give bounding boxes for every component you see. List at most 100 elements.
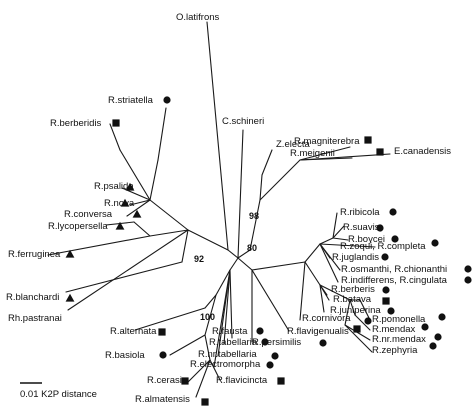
tip-branch [319,243,339,283]
circle-marker [387,307,395,315]
taxon-label: R.meigenii [290,148,335,159]
circle-marker [381,253,389,261]
tip-branch [47,235,151,256]
taxon-label: R.electromorpha [190,359,261,370]
internal-branch [259,159,301,201]
bootstrap-value: 92 [194,254,204,264]
bootstrap-value: 100 [200,312,215,322]
tip-branch [213,269,231,368]
internal-branch [215,269,231,296]
tip-branch [237,129,244,259]
tip-branch [332,237,349,241]
taxon-label: R.nr.mendax [372,334,426,345]
internal-branch [149,159,159,201]
circle-marker [438,313,446,321]
taxon-label: R.flavicincta [216,375,268,386]
tip-branch [319,243,376,248]
circle-marker [389,208,397,216]
circle-marker [364,317,372,325]
tip-branch [319,284,325,313]
internal-branch [319,237,334,245]
circle-marker [391,235,399,243]
tip-branch [195,359,211,398]
internal-branch [344,299,351,326]
taxon-label: R.alternata [110,326,157,337]
taxon-label: E.canadensis [394,146,451,157]
tip-branch [209,359,221,381]
scale-bar: 0.01 K2P distance [20,382,97,400]
internal-branch [349,299,356,316]
taxon-label: R.persimilis [252,337,301,348]
tree-branches [47,21,391,398]
tip-branch [65,261,183,293]
taxon-label: R.fausta [212,326,248,337]
triangle-marker [132,209,142,218]
circle-marker [261,338,269,346]
taxon-label: R.ribicola [340,207,380,218]
square-marker [181,377,189,385]
taxon-label: R.flavigenualis [287,326,349,337]
square-marker [201,398,209,406]
tip-branch [344,324,373,353]
internal-branch [251,261,306,271]
tip-branch [299,146,351,161]
circle-marker [256,327,264,335]
circle-marker [431,239,439,247]
triangle-marker [120,198,130,207]
circle-marker [266,361,274,369]
taxon-label: R.ferruginea [8,249,61,260]
triangle-marker [125,182,135,191]
internal-branch [319,284,351,301]
internal-branch [204,294,217,336]
internal-branch [204,294,217,309]
taxon-label: R.almatensis [135,394,190,405]
tip-branch [299,261,306,321]
taxon-label: R.juglandis [332,252,379,263]
tip-branch [129,199,151,206]
tip-branch [223,269,231,345]
tip-branch [261,149,273,176]
taxon-label: R.tabellaria [209,337,258,348]
taxon-label: R.cornivora [302,313,351,324]
circle-marker [163,96,171,104]
tip-branch [187,359,211,383]
internal-branch [181,229,189,263]
tip-branch [229,269,233,339]
internal-branch [304,261,321,286]
tip-branch [206,21,229,251]
bootstrap-value: 98 [249,211,259,221]
triangle-marker [115,221,125,230]
square-marker [277,377,285,385]
internal-branch [133,221,151,237]
tip-branch [169,334,206,356]
circle-marker [464,276,472,284]
taxon-label: R.osmanthi, R.chionanthi [341,264,447,275]
tip-branch [251,269,290,332]
circle-marker [421,323,429,331]
circle-marker [271,352,279,360]
taxon-label: Rh.pastranai [8,313,62,324]
circle-marker [464,265,472,273]
tip-branch [157,107,167,161]
triangle-marker [65,293,75,302]
taxon-label: R.mendax [372,324,416,335]
circle-marker [434,333,442,341]
taxon-label: R.lycopersella [48,221,108,232]
taxon-markers [65,96,472,406]
taxon-label: R.zoqui, R.completa [340,241,426,252]
taxon-label: R.boycei [348,234,385,245]
taxon-label: O.latifrons [176,12,220,23]
tip-branch [332,225,345,239]
taxon-label: R.zephyria [372,345,418,356]
taxon-label: R.nova [104,198,135,209]
circle-marker [382,286,390,294]
internal-branch [149,229,189,237]
tip-branch [109,123,121,151]
taxon-label: Z.electa [276,139,311,150]
taxon-label: R.striatella [108,95,154,106]
square-marker [353,325,361,333]
square-marker [112,119,120,127]
